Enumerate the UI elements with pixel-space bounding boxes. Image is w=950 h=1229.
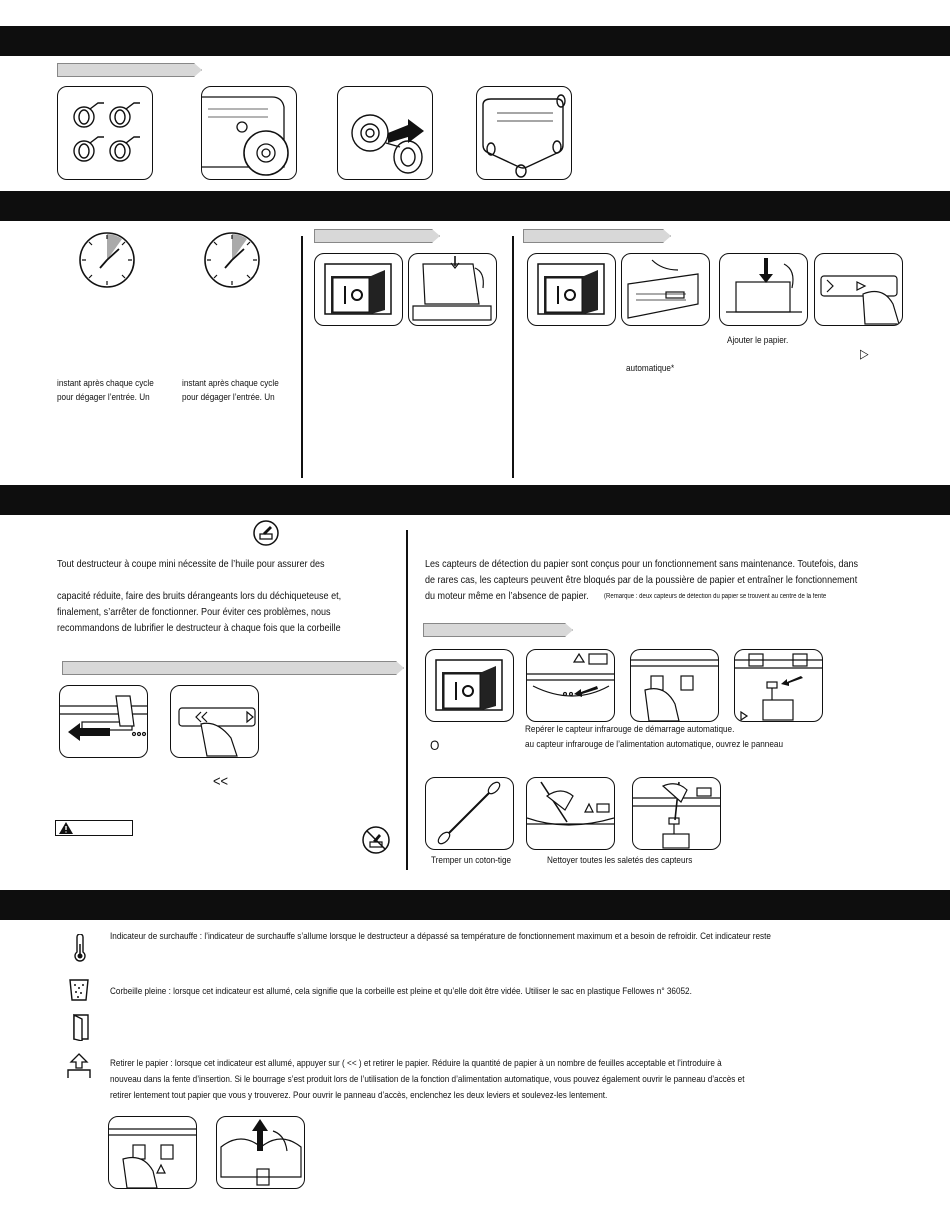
sensors-paragraph-line2: de rares cas, les capteurs peuvent être … — [425, 574, 858, 586]
step-tab-auto — [523, 229, 671, 243]
door-open-icon — [73, 1013, 89, 1041]
step-tab-sensors — [423, 623, 573, 637]
clock-note-line1: instant après chaque cycle — [57, 378, 154, 389]
illustration-insert-caster — [337, 86, 433, 180]
clock-note-line2: pour dégager l’entrée. Un — [182, 392, 275, 403]
illustration-apply-oil — [59, 685, 148, 758]
section-bar-indicators — [0, 890, 950, 920]
illustration-clean-sensor-panel — [632, 777, 721, 850]
illustration-caster-installed — [476, 86, 572, 180]
paper-jam-icon — [67, 1053, 91, 1078]
illustration-power-switch — [425, 649, 514, 722]
bin-full-icon — [69, 979, 89, 1001]
illustration-casters — [57, 86, 153, 180]
bin-full-indicator-text: Corbeille pleine : lorsque cet indicateu… — [110, 986, 692, 997]
warning-label — [55, 820, 133, 836]
illustration-caster-hole — [201, 86, 297, 180]
swab-caption: Tremper un coton-tige — [431, 855, 512, 866]
overheat-indicator-text: Indicateur de surchauffe : l’indicateur … — [110, 931, 771, 942]
divider — [512, 236, 514, 478]
illustration-clean-sensor — [526, 777, 615, 850]
illustration-remove-paper — [216, 1116, 305, 1189]
locate-sensor-caption: Repérer le capteur infrarouge de démarra… — [525, 724, 735, 735]
auto-feed-caption: automatique* — [626, 363, 675, 374]
remove-paper-text-line3: retirer lentement tout papier que vous y… — [110, 1090, 608, 1101]
illustration-power-switch — [314, 253, 403, 326]
illustration-release-levers — [108, 1116, 197, 1189]
oil-paragraph-line3: finalement, s’arrêter de fonctionner. Po… — [57, 606, 331, 618]
oil-bottle-icon — [253, 520, 279, 546]
step-tab-manual — [314, 229, 440, 243]
sensors-paragraph-line1: Les capteurs de détection du papier sont… — [425, 558, 859, 570]
clock-note-line2: pour dégager l’entrée. Un — [57, 392, 150, 403]
step-tab-oil — [62, 661, 404, 675]
step-tab-casters — [57, 63, 202, 77]
illustration-cotton-swab — [425, 777, 514, 850]
divider — [301, 236, 303, 478]
illustration-insert-paper — [408, 253, 497, 326]
illustration-open-lid — [621, 253, 710, 326]
illustration-press-auto-button — [814, 253, 903, 326]
sensors-paragraph-line3: du moteur même en l’absence de papier. — [425, 590, 589, 602]
clock-note-line1: instant après chaque cycle — [182, 378, 279, 389]
open-panel-caption: au capteur infrarouge de l’alimentation … — [525, 739, 783, 750]
remove-paper-text-line2: nouveau dans la fente d’insertion. Si le… — [110, 1074, 745, 1085]
section-bar-operation — [0, 191, 950, 221]
power-off-symbol: O — [430, 737, 440, 753]
add-paper-caption: Ajouter le papier. — [727, 335, 789, 346]
oil-paragraph-line4: recommandons de lubrifier le destructeur… — [57, 622, 341, 634]
illustration-locate-sensor — [526, 649, 615, 722]
section-bar-casters — [0, 26, 950, 56]
illustration-open-panel — [630, 649, 719, 722]
clock-icon — [204, 232, 260, 288]
illustration-press-reverse — [170, 685, 259, 758]
illustration-power-switch — [527, 253, 616, 326]
no-spray-icon — [362, 826, 390, 854]
illustration-add-paper — [719, 253, 808, 326]
divider — [406, 530, 408, 870]
thermometer-icon — [74, 934, 86, 962]
clean-caption: Nettoyer toutes les saletés des capteurs — [547, 855, 693, 866]
oil-paragraph-line1: Tout destructeur à coupe mini nécessite … — [57, 558, 325, 570]
sensors-note: (Remarque : deux capteurs de détection d… — [604, 593, 827, 600]
auto-feed-play-symbol: ▷ — [860, 346, 869, 361]
illustration-sensor-detail — [734, 649, 823, 722]
oil-paragraph-line2: capacité réduite, faire des bruits déran… — [57, 590, 342, 602]
remove-paper-text-line1: Retirer le papier : lorsque cet indicate… — [110, 1058, 722, 1069]
reverse-symbol: << — [213, 773, 229, 790]
section-bar-maintenance — [0, 485, 950, 515]
clock-icon — [79, 232, 135, 288]
